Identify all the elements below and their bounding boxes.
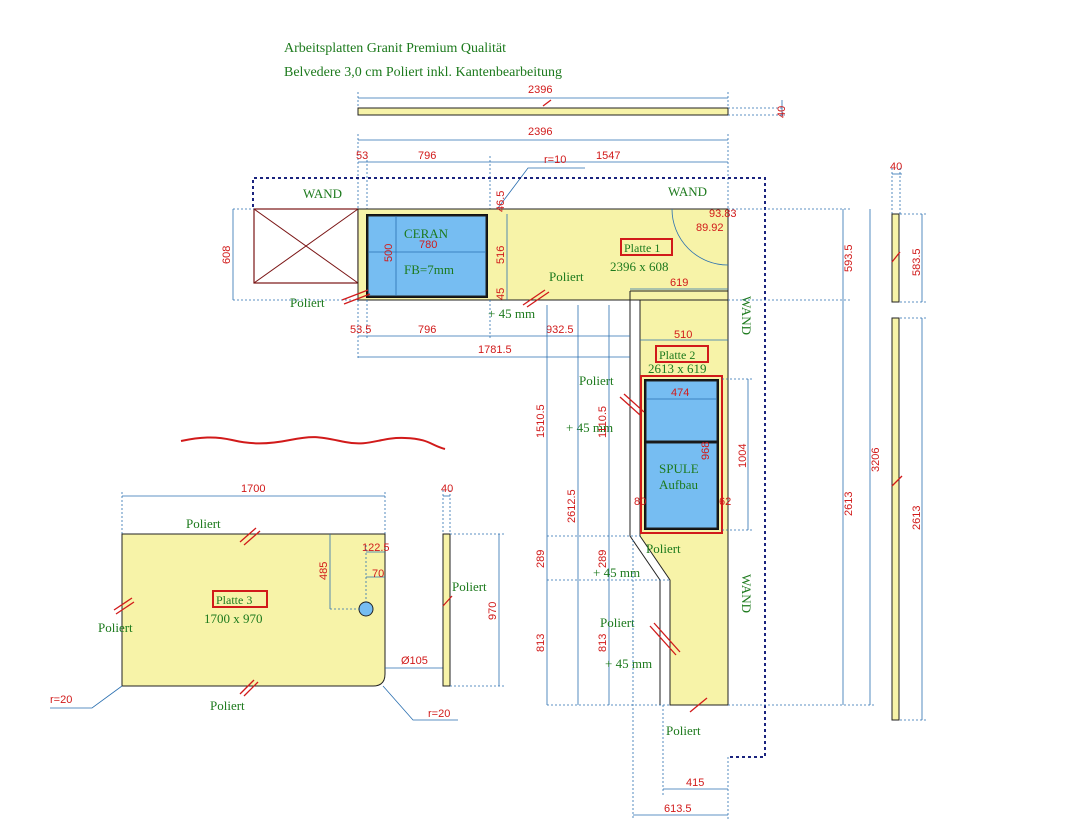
fb-label: FB=7mm (404, 262, 454, 277)
dim-415: 415 (686, 777, 704, 789)
poliert-p1-front: Poliert (549, 269, 584, 284)
wand-label-side-upper: WAND (739, 296, 754, 335)
dim-510: 510 (674, 329, 692, 341)
dim-p3-r20-right: r=20 (428, 708, 450, 720)
poliert-p3-edge: Poliert (452, 579, 487, 594)
spule-label: SPULE (659, 461, 699, 476)
dim-53: 53 (356, 150, 368, 162)
ceran-cooktop: CERAN FB=7mm 780 500 (366, 214, 488, 298)
dim-p3-1225: 122.5 (362, 542, 390, 554)
dim-80: 80 (634, 496, 646, 508)
dim-3206: 3206 (870, 448, 882, 472)
side-edge-strips: 40 583.5 2613 (890, 161, 928, 721)
dim-26125: 2612.5 (566, 489, 578, 523)
title-line-2: Belvedere 3,0 cm Poliert inkl. Kantenbea… (284, 65, 562, 80)
poliert-p2-step: Poliert (646, 541, 681, 556)
dim-796-top: 796 (418, 150, 436, 162)
dim-p3-thickness: 40 (441, 483, 453, 495)
dim-r10: r=10 (544, 154, 566, 166)
dim-overall-width: 2396 (528, 126, 552, 138)
platte-3-slab (121, 533, 386, 687)
poliert-p2-top: Poliert (579, 373, 614, 388)
dim-1004: 1004 (737, 444, 749, 468)
dim-474: 474 (671, 387, 689, 399)
dim-813-a: 813 (535, 634, 547, 652)
dim-5935: 593.5 (843, 244, 855, 272)
dim-side-5835: 583.5 (911, 248, 923, 276)
dim-619: 619 (670, 277, 688, 289)
poliert-p2-bottom: Poliert (666, 723, 701, 738)
platte-2-name: Platte 2 (659, 348, 695, 362)
sink-spule: 474 968 SPULE Aufbau (640, 375, 723, 534)
plus45-p2-low: + 45 mm (605, 656, 652, 671)
poliert-p3-bottom: Poliert (210, 698, 245, 713)
top-edge-strip: 2396 40 (357, 84, 788, 118)
dim-1547: 1547 (596, 150, 620, 162)
wall-outline (252, 177, 766, 758)
platte-1-name: Platte 1 (624, 241, 660, 255)
dim-62: 62 (719, 496, 731, 508)
dim-796-bottom: 796 (418, 324, 436, 336)
dim-780: 780 (419, 239, 437, 251)
ceran-label: CERAN (404, 226, 449, 241)
wand-label-left: WAND (303, 186, 342, 201)
dim-p3-width: 1700 (241, 483, 265, 495)
dim-top-strip-length: 2396 (528, 84, 552, 96)
dim-p3-70: 70 (372, 568, 384, 580)
platte-3-edge-strip: 40 970 Poliert (441, 483, 504, 687)
dim-289-b: 289 (597, 550, 609, 568)
dim-p3-diameter: Ø105 (401, 655, 428, 667)
dim-813-b: 813 (597, 634, 609, 652)
dim-45: 45 (495, 288, 507, 300)
poliert-p1-left: Poliert (290, 295, 325, 310)
plus45-p2-step: + 45 mm (593, 565, 640, 580)
dim-9383: 93.83 (709, 208, 737, 220)
dim-2613: 2613 (843, 492, 855, 516)
separator-squiggle (180, 436, 446, 450)
dim-p3-r20-left: r=20 (50, 694, 72, 706)
dim-608: 608 (221, 246, 233, 264)
platte-3-name: Platte 3 (216, 593, 252, 607)
platte-3-size: 1700 x 970 (204, 611, 263, 626)
wand-label-side-lower: WAND (739, 574, 754, 613)
dim-516: 516 (495, 246, 507, 264)
dim-11105: 1110.5 (597, 406, 609, 438)
dim-17815: 1781.5 (478, 344, 512, 356)
dim-p3-485: 485 (318, 562, 330, 580)
plus45-p1: + 45 mm (488, 306, 535, 321)
dim-15105: 1510.5 (535, 404, 547, 438)
dim-side-2613: 2613 (911, 506, 923, 530)
aufbau-label: Aufbau (659, 477, 698, 492)
dim-9325: 932.5 (546, 324, 574, 336)
poliert-p2-low: Poliert (600, 615, 635, 630)
title-line-1: Arbeitsplatten Granit Premium Qualität (284, 41, 506, 56)
dim-p3-height: 970 (487, 602, 499, 620)
dim-289-a: 289 (535, 550, 547, 568)
poliert-p3-left: Poliert (98, 620, 133, 635)
platte-1-size: 2396 x 608 (610, 259, 669, 274)
dim-side-thickness: 40 (890, 161, 902, 173)
dim-top-strip-thickness: 40 (776, 106, 788, 118)
poliert-p3-top: Poliert (186, 516, 221, 531)
tap-hole (358, 601, 374, 617)
dim-465: 46.5 (495, 191, 507, 212)
dim-500: 500 (383, 244, 395, 262)
dim-968: 968 (700, 442, 712, 460)
wand-label-right: WAND (668, 184, 707, 199)
appliance-cabinet (253, 208, 359, 284)
platte-2-size: 2613 x 619 (648, 361, 707, 376)
dim-6135: 613.5 (664, 803, 692, 815)
dim-8992: 89.92 (696, 222, 724, 234)
dim-535: 53.5 (350, 324, 371, 336)
